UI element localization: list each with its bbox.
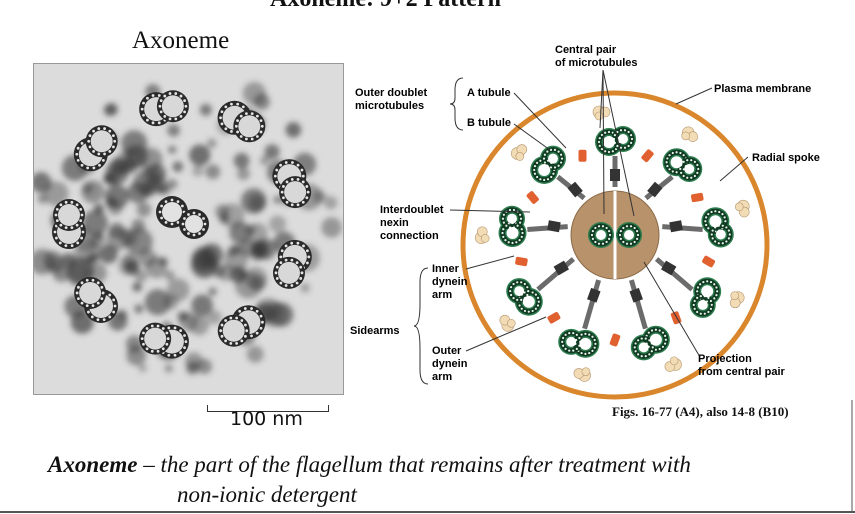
- dynein-arm: [510, 144, 528, 161]
- nexin-link: [526, 191, 539, 204]
- dynein-arm: [664, 356, 682, 372]
- micrograph-doublet: [272, 239, 312, 289]
- micrograph-central-pair: [156, 196, 209, 239]
- dynein-arm: [573, 367, 591, 382]
- micrograph-doublet: [73, 125, 118, 172]
- outer-doublet: [474, 205, 528, 267]
- outer-doublet: [690, 192, 750, 248]
- radial-spoke: [644, 174, 674, 201]
- radial-spoke: [662, 220, 703, 233]
- radial-spoke: [610, 156, 620, 187]
- micrograph-doublet: [139, 90, 189, 127]
- label-sidearms: Sidearms: [350, 325, 400, 337]
- nexin-link: [702, 255, 716, 268]
- scale-bar: [207, 405, 329, 412]
- slide-edge: [851, 400, 853, 513]
- radial-spoke: [556, 174, 586, 201]
- dynein-arm: [734, 199, 750, 218]
- label-a-tubule: A tubule: [467, 87, 511, 99]
- nexin-link: [690, 192, 704, 203]
- caption-text: – the part of the flagellum that remains…: [137, 452, 691, 477]
- micrograph-doublet: [217, 100, 266, 143]
- micrograph-doublet: [52, 199, 86, 249]
- scale-label: 100 nm: [230, 408, 303, 430]
- caption-term: Axoneme: [48, 452, 138, 477]
- label-plasma-membrane: Plasma membrane: [714, 83, 811, 95]
- dynein-arm: [729, 291, 745, 309]
- outer-doublet: [510, 144, 566, 204]
- micrograph-doublet: [139, 322, 189, 359]
- radial-spoke: [629, 279, 648, 330]
- nexin-link: [641, 149, 654, 163]
- label-b-tubule: B tubule: [467, 117, 511, 129]
- micrograph-doublet: [217, 305, 266, 347]
- slide-title: Axoneme: 9+2 Pattern: [270, 0, 501, 13]
- caption: Axoneme – the part of the flagellum that…: [48, 452, 691, 478]
- radial-spoke: [582, 279, 601, 330]
- dynein-arm: [474, 226, 490, 244]
- radial-spoke: [654, 257, 694, 292]
- central-sheath: [570, 190, 660, 280]
- outer-doublet: [641, 126, 703, 182]
- slide-bottom-border: [0, 511, 855, 513]
- micrograph-image: [34, 64, 343, 394]
- em-image-title: Axoneme: [132, 27, 230, 54]
- dynein-arm: [681, 126, 699, 142]
- outer-doublet: [630, 311, 682, 372]
- outer-doublet: [578, 105, 636, 162]
- caption-line-2: non-ionic detergent: [177, 482, 357, 507]
- radial-spoke: [536, 257, 576, 292]
- radial-spoke: [527, 220, 568, 233]
- nexin-link: [515, 256, 528, 267]
- leader-lines: [413, 69, 749, 385]
- label-radial-spoke: Radial spoke: [752, 152, 820, 164]
- outer-doublet: [499, 278, 561, 332]
- nexin-link: [547, 312, 561, 324]
- central-microtubule: [616, 222, 642, 248]
- figure-reference: Figs. 16-77 (A4), also 14-8 (B10): [612, 404, 789, 419]
- central-microtubule: [588, 222, 614, 248]
- axoneme-micrograph: [33, 63, 344, 395]
- outer-doublet: [558, 328, 621, 382]
- micrograph-doublet: [272, 159, 312, 209]
- outer-doublet: [689, 255, 745, 318]
- micrograph-doublet: [74, 276, 119, 323]
- nexin-link: [578, 149, 587, 162]
- nexin-link: [609, 333, 621, 347]
- dynein-arm: [499, 314, 516, 332]
